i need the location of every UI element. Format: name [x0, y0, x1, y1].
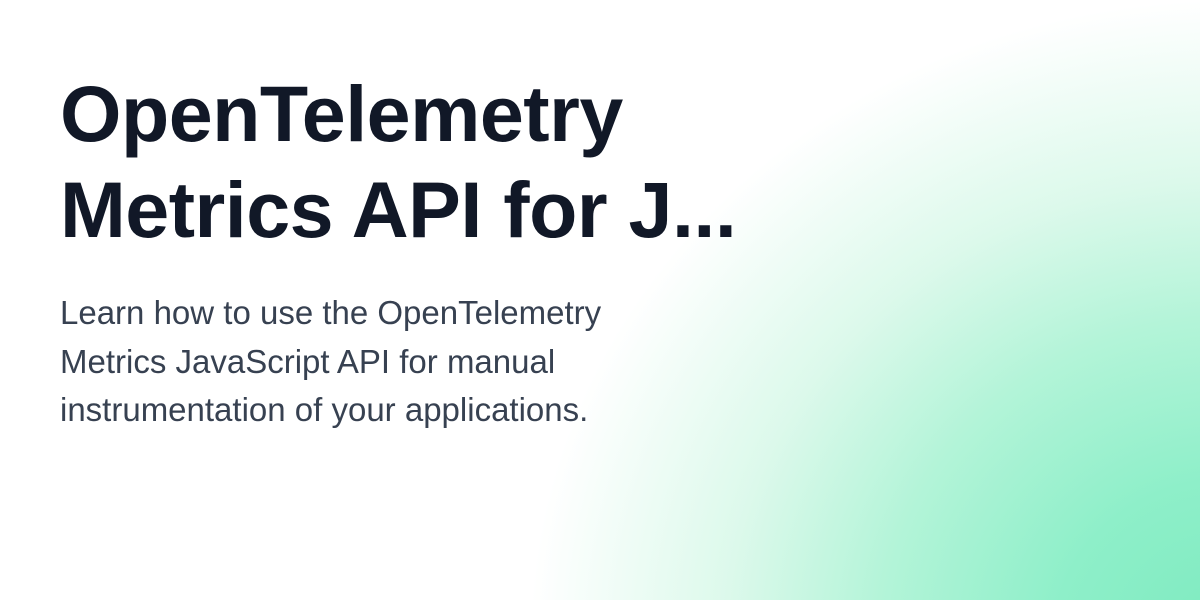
- page-description: Learn how to use the OpenTelemetry Metri…: [60, 289, 601, 435]
- page-title: OpenTelemetry Metrics API for J...: [60, 66, 737, 258]
- description-line-1: Learn how to use the OpenTelemetry: [60, 294, 602, 331]
- description-line-2: Metrics JavaScript API for manual: [60, 342, 556, 380]
- description-line-3: instrumentation of your applications.: [60, 391, 589, 428]
- title-line-2: Metrics API for J...: [60, 165, 737, 254]
- title-line-1: OpenTelemetry: [60, 69, 623, 158]
